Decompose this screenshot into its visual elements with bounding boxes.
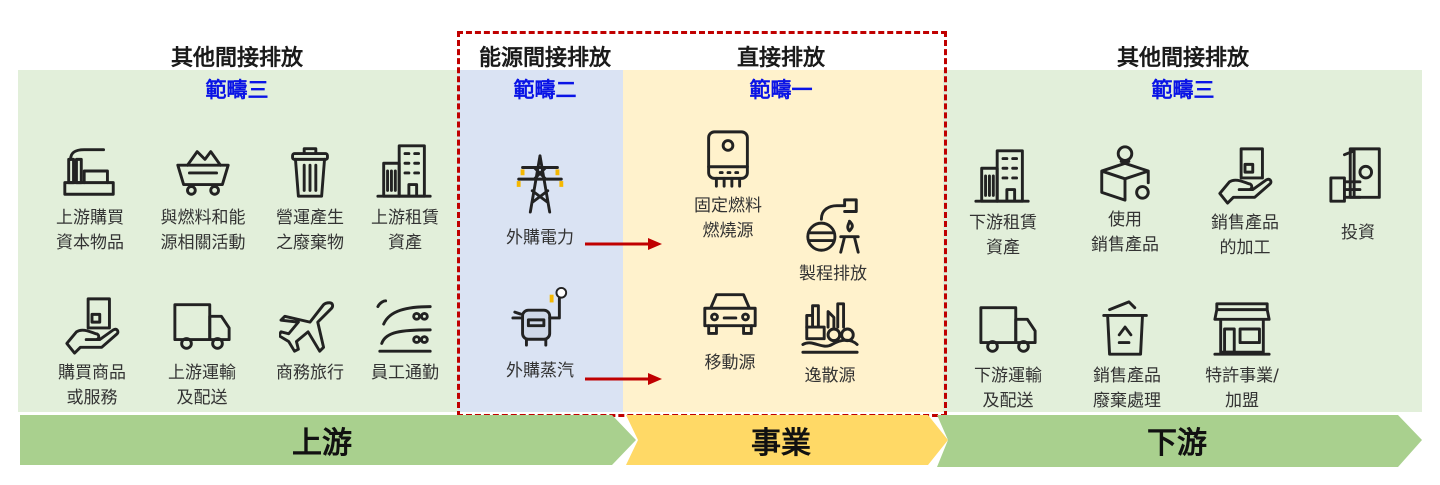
downstream-band-label: 下游 bbox=[1147, 426, 1207, 461]
item-label: 商務旅行 bbox=[276, 363, 344, 383]
item-label: 上游運輸 及配送 bbox=[168, 363, 236, 408]
downstream-item: 投資 bbox=[1303, 145, 1413, 246]
direct-scope: 範疇一 bbox=[749, 78, 813, 102]
item-label: 銷售產品 的加工 bbox=[1211, 213, 1279, 258]
direct-item: 製程排放 bbox=[778, 196, 888, 287]
item-label: 營運產生 之廢棄物 bbox=[276, 208, 344, 253]
recycle-bin-icon bbox=[1102, 300, 1148, 356]
downstream-scope3-panel bbox=[943, 70, 1422, 412]
item-label: 固定燃料 燃燒源 bbox=[694, 196, 762, 241]
box-bulb-icon bbox=[1100, 145, 1150, 202]
upstream-item: 上游租賃 資產 bbox=[350, 140, 460, 256]
downstream-item: 下游運輸 及配送 bbox=[953, 298, 1063, 414]
airplane-icon bbox=[279, 301, 335, 353]
downstream-item: 使用 銷售產品 bbox=[1070, 142, 1180, 258]
process-icon bbox=[806, 198, 860, 254]
direct-item: 固定燃料 燃燒源 bbox=[673, 128, 783, 244]
direct-item: 移動源 bbox=[675, 285, 785, 376]
power-tower-icon bbox=[516, 154, 564, 214]
upstream-scope3-panel bbox=[18, 70, 458, 412]
upstream-item: 上游運輸 及配送 bbox=[147, 295, 257, 411]
building-icon bbox=[376, 144, 432, 198]
item-label: 逸散源 bbox=[804, 366, 856, 386]
upstream-item: 與燃料和能 源相關活動 bbox=[148, 140, 258, 256]
upstream-item: 商務旅行 bbox=[255, 295, 365, 386]
downstream-band bbox=[937, 415, 1422, 467]
money-hand-icon bbox=[1329, 147, 1381, 203]
upstream-item: 購買商品 或服務 bbox=[37, 295, 147, 411]
scope1-panel bbox=[623, 70, 943, 412]
energy-scope: 範疇二 bbox=[513, 78, 577, 102]
item-label: 製程排放 bbox=[799, 264, 867, 284]
scope2-panel bbox=[458, 70, 623, 412]
item-label: 購買商品 或服務 bbox=[58, 363, 126, 408]
energy-item: 外購電力 bbox=[485, 152, 595, 251]
trash-can-icon bbox=[291, 147, 329, 198]
hand-package-icon bbox=[1218, 147, 1273, 205]
item-label: 與燃料和能 源相關活動 bbox=[160, 208, 246, 253]
truck-icon bbox=[173, 303, 231, 350]
item-label: 使用 銷售產品 bbox=[1091, 210, 1159, 255]
mine-cart-icon bbox=[176, 150, 230, 196]
downstream-title: 其他間接排放 bbox=[1116, 46, 1250, 71]
item-label: 上游購買 資本物品 bbox=[56, 208, 124, 253]
item-label: 下游運輸 及配送 bbox=[974, 366, 1042, 411]
building-icon bbox=[974, 149, 1030, 203]
downstream-scope: 範疇三 bbox=[1151, 78, 1215, 102]
upstream-band-label: 上游 bbox=[292, 426, 352, 461]
item-label: 上游租賃 資產 bbox=[371, 208, 439, 253]
downstream-item: 銷售產品 廢棄處理 bbox=[1072, 298, 1182, 414]
upstream-item: 員工通勤 bbox=[350, 295, 460, 386]
item-label: 特許事業/ 加盟 bbox=[1205, 366, 1279, 411]
fugitive-icon bbox=[801, 302, 859, 354]
hand-package-icon bbox=[65, 297, 120, 355]
energy-title: 能源間接排放 bbox=[478, 46, 612, 71]
upstream-scope: 範疇三 bbox=[205, 78, 269, 102]
arrow-electricity bbox=[585, 238, 662, 250]
item-label: 銷售產品 廢棄處理 bbox=[1093, 366, 1161, 411]
item-label: 外購電力 bbox=[506, 228, 574, 248]
store-icon bbox=[1213, 302, 1271, 356]
energy-item: 外購蒸汽 bbox=[485, 285, 595, 384]
downstream-item: 銷售產品 的加工 bbox=[1190, 145, 1300, 261]
direct-item: 逸散源 bbox=[775, 298, 885, 389]
arrow-steam bbox=[585, 373, 662, 385]
item-label: 外購蒸汽 bbox=[506, 361, 574, 381]
train-icon bbox=[376, 299, 432, 353]
downstream-item: 特許事業/ 加盟 bbox=[1187, 298, 1297, 414]
company-band bbox=[626, 415, 948, 465]
upstream-item: 上游購買 資本物品 bbox=[35, 140, 145, 256]
truck-icon bbox=[979, 306, 1037, 353]
item-label: 投資 bbox=[1341, 223, 1375, 243]
upstream-item: 營運產生 之廢棄物 bbox=[255, 140, 365, 256]
steam-boiler-icon bbox=[511, 286, 568, 347]
boiler-icon bbox=[707, 130, 749, 188]
item-label: 員工通勤 bbox=[371, 363, 439, 383]
factory-icon bbox=[63, 148, 115, 196]
upstream-title: 其他間接排放 bbox=[170, 46, 304, 71]
upstream-band bbox=[20, 415, 636, 465]
company-band-label: 事業 bbox=[751, 426, 811, 461]
car-icon bbox=[703, 293, 757, 335]
item-label: 移動源 bbox=[704, 353, 756, 373]
downstream-item: 下游租賃 資產 bbox=[948, 145, 1058, 261]
direct-title: 直接排放 bbox=[736, 46, 826, 71]
item-label: 下游租賃 資產 bbox=[969, 213, 1037, 258]
